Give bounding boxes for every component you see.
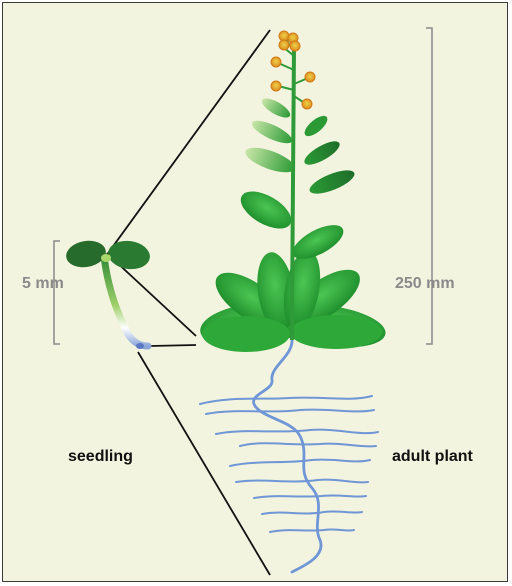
- seedling-scale-label: 5 mm: [22, 275, 64, 293]
- adult-scale-label: 250 mm: [395, 275, 455, 293]
- adult-plant-label: adult plant: [392, 448, 473, 466]
- seedling-label: seedling: [68, 448, 133, 466]
- root-system: [200, 338, 378, 572]
- seedling: [64, 238, 152, 349]
- adult-scale-bracket: [426, 28, 432, 344]
- cauline-leaves: [235, 95, 357, 266]
